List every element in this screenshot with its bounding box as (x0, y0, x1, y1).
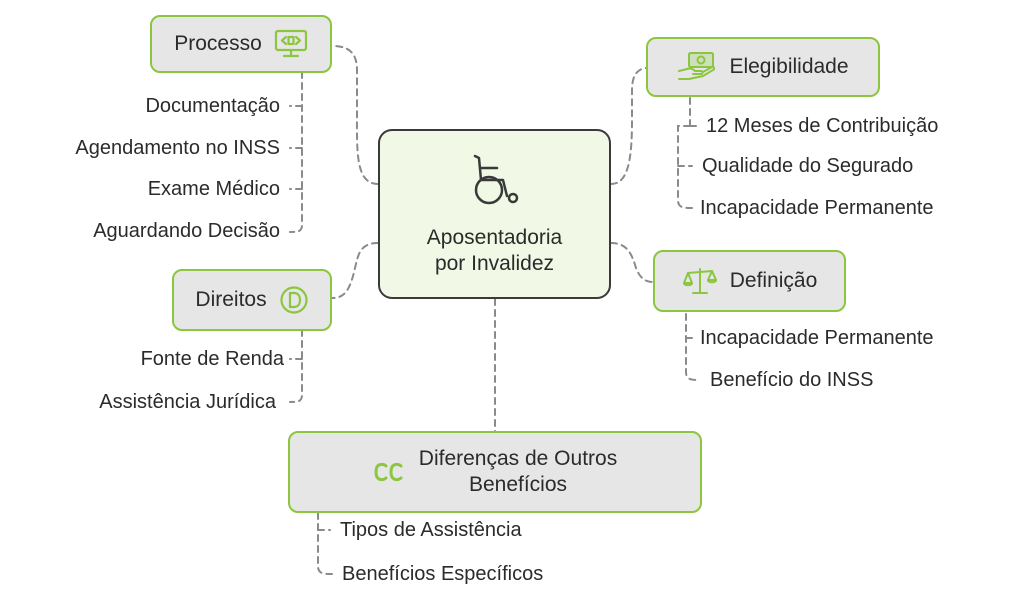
elegibilidade-leaf-3: Incapacidade Permanente (700, 197, 934, 219)
connector-processo-leaves (289, 71, 303, 233)
connector-center-definicao (610, 242, 654, 283)
direitos-leaf-2: Assistência Jurídica (99, 391, 276, 413)
processo-leaf-1: Documentação (145, 95, 280, 117)
branch-diferencas-line2: Benefícios (468, 473, 568, 496)
connector-direitos-leaves (289, 329, 303, 403)
elegibilidade-leaf-2: Qualidade do Segurado (702, 155, 914, 177)
diferencas-leaf-1: Tipos de Assistência (340, 519, 522, 541)
center-node[interactable]: Aposentadoria por Invalidez (378, 129, 611, 299)
definicao-leaf-2: Benefício do INSS (710, 369, 874, 391)
connector-definicao-leaves (685, 313, 701, 381)
connector-center-processo (331, 45, 379, 185)
double-c-icon (373, 461, 405, 483)
processo-leaf-2: Agendamento no INSS (75, 137, 280, 159)
branch-definicao[interactable]: Definição (653, 250, 846, 312)
branch-elegibilidade-label: Elegibilidade (729, 55, 849, 78)
branch-processo-label: Processo (174, 32, 262, 55)
branch-diferencas-line1: Diferenças de Outros (418, 447, 618, 470)
connector-center-direitos (331, 242, 379, 299)
connector-center-elegibilidade (610, 67, 649, 185)
elegibilidade-leaf-1: 12 Meses de Contribuição (706, 115, 939, 137)
scales-icon (682, 266, 718, 296)
branch-direitos[interactable]: Direitos (172, 269, 332, 331)
branch-definicao-label: Definição (729, 269, 818, 292)
center-title-line2: por Invalidez (434, 251, 555, 275)
branch-processo[interactable]: Processo (150, 15, 332, 73)
processo-leaf-3: Exame Médico (147, 178, 280, 200)
diferencas-leaf-2: Benefícios Específicos (342, 563, 544, 585)
letter-d-circle-icon (279, 285, 309, 315)
processo-leaf-4: Aguardando Decisão (93, 220, 280, 242)
connector-diferencas-leaves (317, 501, 333, 575)
connector-elegibilidade-leaves (677, 97, 693, 209)
definicao-leaf-1: Incapacidade Permanente (700, 327, 934, 349)
direitos-leaf-1: Fonte de Renda (140, 348, 284, 370)
branch-direitos-label: Direitos (195, 288, 267, 311)
branch-diferencas[interactable]: Diferenças de Outros Benefícios (288, 431, 702, 513)
wheelchair-icon (467, 152, 523, 215)
monitor-code-icon (274, 29, 308, 59)
hand-money-icon (677, 51, 717, 83)
center-title-line1: Aposentadoria (426, 225, 563, 249)
branch-elegibilidade[interactable]: Elegibilidade (646, 37, 880, 97)
